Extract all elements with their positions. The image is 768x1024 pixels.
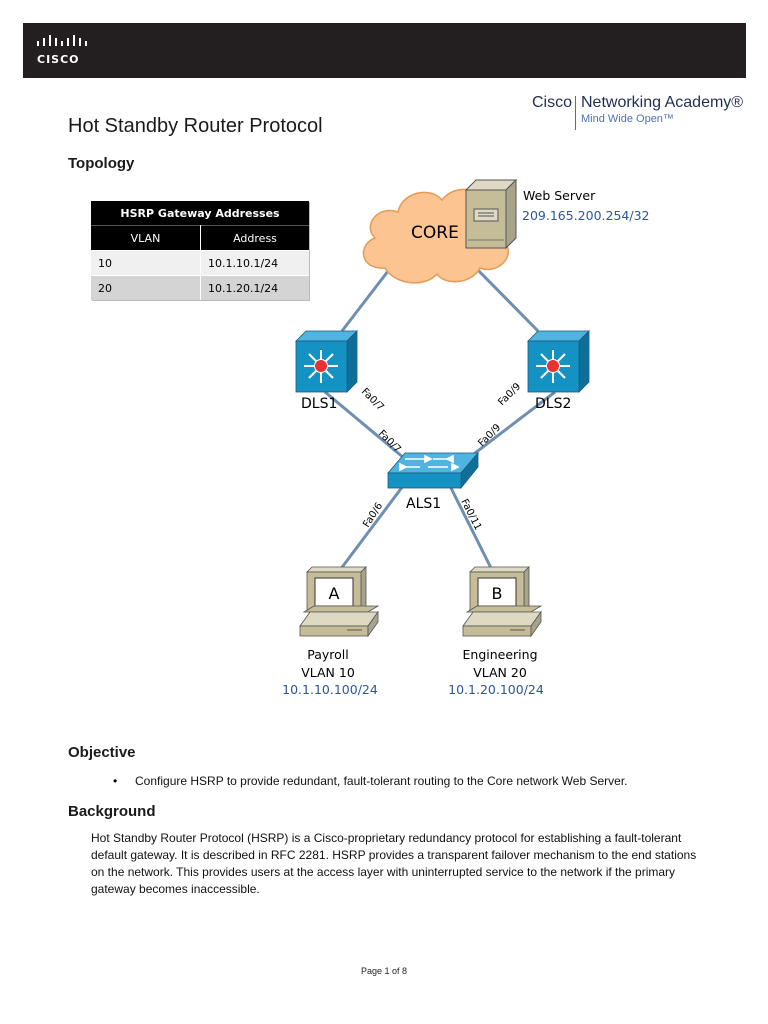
cell-vlan: 10: [91, 250, 201, 276]
network-links: [324, 260, 556, 571]
web-server-label: Web Server: [523, 188, 596, 203]
networking-academy-logo: Cisco Networking Academy® Mind Wide Open…: [532, 94, 746, 134]
link-core-dls1: [340, 261, 397, 332]
port-label-dls2-fa09: Fa0/9: [496, 381, 523, 408]
pc-b-name: Engineering: [463, 647, 538, 662]
dls2-multilayer-switch-icon: [527, 330, 590, 393]
link-dls1-als1: [324, 390, 411, 465]
pc-b-computer-icon: [462, 566, 543, 638]
pc-a-ip: 10.1.10.100/24: [282, 682, 378, 697]
link-als1-pcb: [448, 485, 494, 571]
link-core-dls2: [468, 260, 540, 333]
pc-b-letter: B: [492, 584, 503, 603]
table-title: HSRP Gateway Addresses: [91, 201, 309, 226]
port-label-als1-fa07: Fa0/7: [376, 428, 403, 455]
link-als1-pca: [338, 485, 405, 571]
objective-item: Configure HSRP to provide redundant, fau…: [135, 774, 628, 788]
dls1-multilayer-switch-icon: [295, 330, 358, 393]
als1-switch-icon: [387, 451, 479, 490]
cisco-wordmark: CISCO: [37, 53, 80, 66]
topology-heading: Topology: [68, 155, 135, 172]
als1-label: ALS1: [406, 496, 441, 512]
hsrp-gateway-table: HSRP Gateway Addresses VLAN Address 10 1…: [91, 201, 309, 300]
link-dls2-als1: [461, 390, 556, 465]
table-row: 20 10.1.20.1/24: [91, 275, 309, 300]
table-row: 10 10.1.10.1/24: [91, 250, 309, 276]
pc-a-computer-icon: [299, 566, 380, 638]
cell-address: 10.1.10.1/24: [200, 250, 309, 276]
page-number: Page 1 of 8: [360, 966, 408, 976]
web-server-ip: 209.165.200.254/32: [522, 208, 649, 223]
topology-diagram: CORE Web Server 209.165.200.254/32 DLS1: [282, 178, 649, 697]
cell-address: 10.1.20.1/24: [200, 275, 309, 300]
academy-name: Networking Academy®: [581, 94, 744, 111]
cisco-logo-icon: [37, 35, 87, 46]
background-paragraph: Hot Standby Router Protocol (HSRP) is a …: [91, 831, 697, 896]
header-bar: CISCO: [23, 23, 746, 78]
pc-a-letter: A: [329, 584, 340, 603]
academy-divider: [575, 96, 576, 130]
web-server-icon: [464, 178, 518, 250]
bullet-icon: •: [113, 774, 118, 788]
academy-tagline: Mind Wide Open™: [581, 113, 674, 125]
core-label: CORE: [411, 223, 459, 243]
cell-vlan: 20: [91, 275, 201, 300]
background-heading: Background: [68, 803, 156, 820]
objective-heading: Objective: [68, 744, 136, 761]
pc-b-vlan: VLAN 20: [473, 665, 527, 680]
column-header-address: Address: [200, 225, 309, 251]
dls1-label: DLS1: [301, 396, 337, 412]
page-title: Hot Standby Router Protocol: [68, 115, 323, 137]
academy-brand: Cisco: [532, 94, 573, 111]
port-label-dls1-fa07: Fa0/7: [359, 386, 386, 413]
pc-a-name: Payroll: [307, 647, 349, 662]
column-header-vlan: VLAN: [91, 225, 201, 251]
pc-b-ip: 10.1.20.100/24: [448, 682, 544, 697]
pc-a-vlan: VLAN 10: [301, 665, 355, 680]
dls2-label: DLS2: [535, 396, 571, 412]
